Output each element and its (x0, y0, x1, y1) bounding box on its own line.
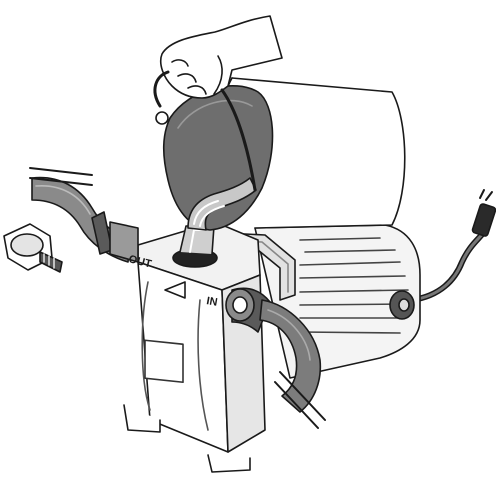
hand (159, 15, 283, 99)
in-port-label: IN (205, 295, 218, 309)
bucket-bail (153, 70, 257, 192)
port-labels: OUT IN (127, 253, 218, 309)
outlet-hose (29, 167, 139, 263)
drain-plug (3, 223, 63, 273)
out-port-label: OUT (127, 253, 153, 270)
power-plug (471, 189, 496, 237)
fill-port (172, 225, 218, 268)
inlet-hose (225, 287, 326, 429)
power-cord (409, 229, 487, 303)
